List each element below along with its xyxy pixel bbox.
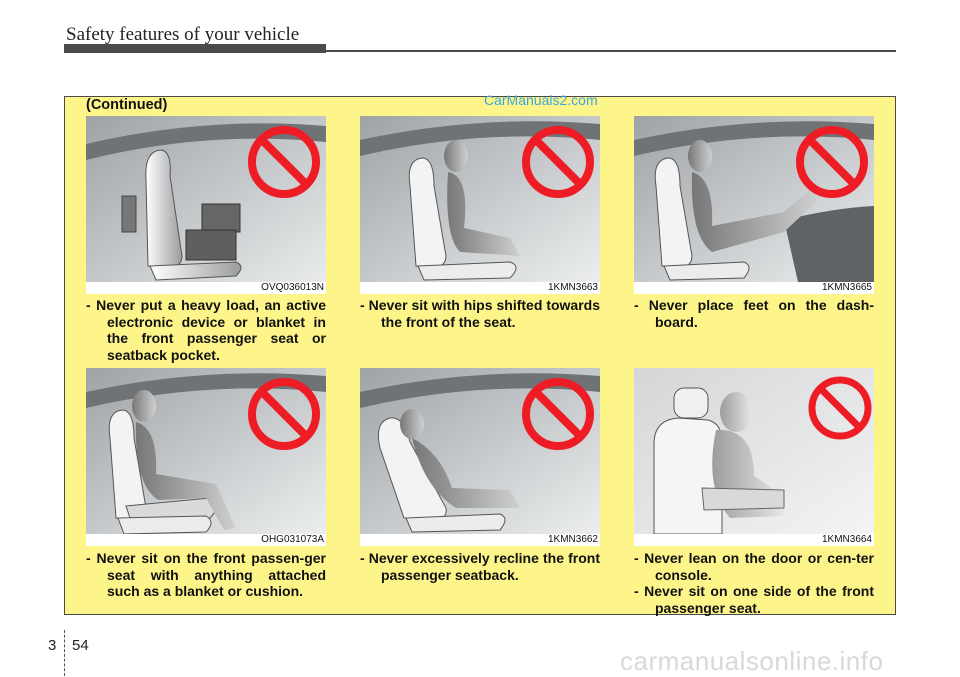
seat-load-drawing — [86, 116, 326, 282]
caption-item: - Never place feet on the dash-board. — [634, 297, 874, 330]
caption-item: - Never lean on the door or cen-ter cons… — [634, 550, 874, 583]
footer-watermark: carmanualsonline.info — [620, 646, 884, 676]
caption-cushion: - Never sit on the front passen-ger seat… — [86, 550, 326, 600]
illustration-code: 1KMN3662 — [360, 534, 600, 546]
chapter-number: 3 — [48, 637, 57, 654]
feet-dashboard-drawing — [634, 116, 874, 282]
page-number: 54 — [72, 637, 89, 654]
continued-label: (Continued) — [86, 97, 168, 113]
illustration-heavy-load: OVQ036013N — [86, 116, 326, 294]
site-watermark: CarManuals2.com — [484, 92, 598, 108]
illustration-code: 1KMN3665 — [634, 282, 874, 294]
recline-drawing — [360, 368, 600, 534]
illustration-lean: 1KMN3664 — [634, 368, 874, 546]
caption-item: - Never sit with hips shifted towards th… — [360, 297, 600, 330]
caption-item: - Never put a heavy load, an active elec… — [86, 297, 326, 363]
caption-item: - Never excessively recline the front pa… — [360, 550, 600, 583]
caption-item: - Never sit on one side of the front pas… — [634, 583, 874, 616]
caption-lean: - Never lean on the door or cen-ter cons… — [634, 550, 874, 616]
header-rule-bar — [64, 44, 326, 53]
illustration-code: 1KMN3664 — [634, 534, 874, 546]
illustration-code: OVQ036013N — [86, 282, 326, 294]
illustration-hips-shifted: 1KMN3663 — [360, 116, 600, 294]
illustration-cushion: OHG031073A — [86, 368, 326, 546]
illustration-code: OHG031073A — [86, 534, 326, 546]
page-divider — [64, 630, 65, 676]
illustration-code: 1KMN3663 — [360, 282, 600, 294]
caption-feet-dashboard: - Never place feet on the dash-board. — [634, 297, 874, 330]
hips-shifted-drawing — [360, 116, 600, 282]
header-rule-line — [64, 50, 896, 52]
caption-item: - Never sit on the front passen-ger seat… — [86, 550, 326, 599]
lean-drawing — [634, 368, 874, 534]
illustration-feet-dashboard: 1KMN3665 — [634, 116, 874, 294]
cushion-drawing — [86, 368, 326, 534]
caption-heavy-load: - Never put a heavy load, an active elec… — [86, 297, 326, 363]
illustration-recline: 1KMN3662 — [360, 368, 600, 546]
caption-hips-shifted: - Never sit with hips shifted towards th… — [360, 297, 600, 330]
page-header-title: Safety features of your vehicle — [66, 24, 300, 45]
caption-recline: - Never excessively recline the front pa… — [360, 550, 600, 583]
